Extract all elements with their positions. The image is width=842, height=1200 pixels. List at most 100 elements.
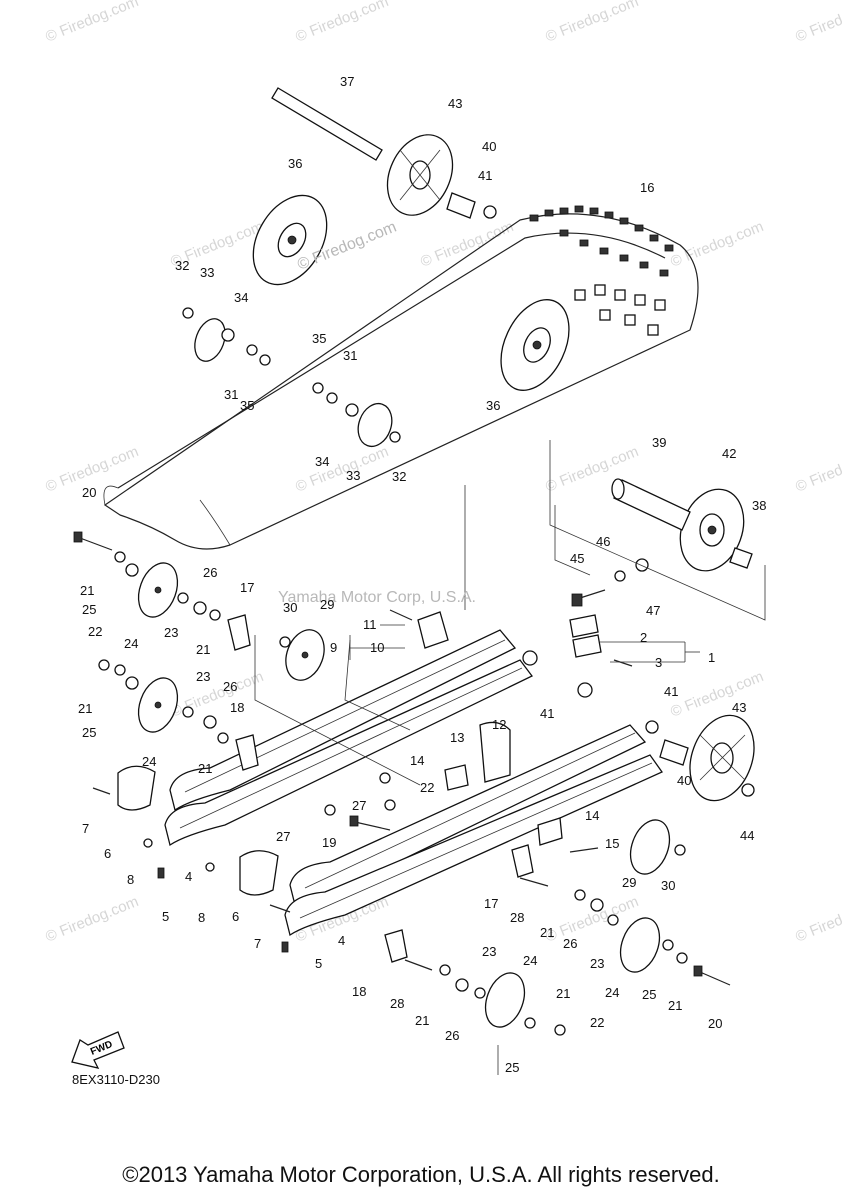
small-wheels-right: [484, 819, 671, 1028]
part-label: 3: [655, 655, 662, 670]
watermark-text: © Firedog.com: [668, 218, 766, 271]
part-label: 6: [232, 909, 239, 924]
part-label: 34: [315, 454, 329, 469]
end-blocks: [117, 611, 602, 963]
part-label: 23: [164, 625, 178, 640]
part-label: 32: [175, 258, 189, 273]
part-label: 23: [482, 944, 496, 959]
part-label: 18: [352, 984, 366, 999]
part-label: 4: [338, 933, 345, 948]
part-label: 5: [162, 909, 169, 924]
part-label: 17: [484, 896, 498, 911]
part-label: 21: [415, 1013, 429, 1028]
part-label: 25: [82, 725, 96, 740]
diagram-code: 8EX3110-D230: [72, 1072, 160, 1087]
part-label: 31: [224, 387, 238, 402]
part-label: 45: [570, 551, 584, 566]
part-label: 16: [640, 180, 654, 195]
part-label: 7: [254, 936, 261, 951]
part-label: 12: [492, 717, 506, 732]
part-label: 20: [82, 485, 96, 500]
part-label: 13: [450, 730, 464, 745]
watermark-text: © Firedog.com: [793, 443, 842, 496]
part-label: 35: [312, 331, 326, 346]
part-label: 26: [563, 936, 577, 951]
part-label: 36: [288, 156, 302, 171]
part-label: 26: [203, 565, 217, 580]
part-label: 46: [596, 534, 610, 549]
copyright-notice: ©2013 Yamaha Motor Corporation, U.S.A. A…: [122, 1162, 720, 1187]
part-label: 10: [370, 640, 384, 655]
wheel-36-lower: [500, 299, 570, 391]
part-label: 5: [315, 956, 322, 971]
part-label: 41: [478, 168, 492, 183]
part-label: 43: [732, 700, 746, 715]
part-label: 30: [661, 878, 675, 893]
part-label: 22: [88, 624, 102, 639]
part-label: 38: [752, 498, 766, 513]
part-label: 8: [127, 872, 134, 887]
watermark-text: © Firedog.com: [793, 893, 842, 946]
part-label: 35: [240, 398, 254, 413]
center-watermark: Yamaha Motor Corp, U.S.A.: [278, 589, 476, 606]
part-label: 29: [320, 597, 334, 612]
part-label: 1: [708, 650, 715, 665]
part-label: 14: [585, 808, 599, 823]
part-label: 24: [124, 636, 138, 651]
part-label: 39: [652, 435, 666, 450]
watermark-text: © Firedog.com: [293, 0, 391, 46]
part-label: 42: [722, 446, 736, 461]
part-label: 7: [82, 821, 89, 836]
track-lugs: [529, 205, 674, 336]
watermark-text: © Firedog.com: [543, 0, 641, 46]
wheel-36-upper: [252, 194, 328, 286]
part-label: 11: [363, 617, 377, 632]
part-label: 24: [142, 754, 156, 769]
part-label: 31: [343, 348, 357, 363]
part-label: 21: [198, 761, 212, 776]
part-label: 40: [677, 773, 691, 788]
part-label: 20: [708, 1016, 722, 1031]
part-label: 27: [276, 829, 290, 844]
part-label: 21: [540, 925, 554, 940]
part-label: 41: [540, 706, 554, 721]
part-label: 21: [78, 701, 92, 716]
watermark-text: © Firedog.com: [793, 0, 842, 46]
part-label: 4: [185, 869, 192, 884]
part-label: 41: [664, 684, 678, 699]
part-label: 28: [390, 996, 404, 1011]
part-label: 33: [346, 468, 360, 483]
part-label: 36: [486, 398, 500, 413]
part-label: 33: [200, 265, 214, 280]
part-label: 21: [556, 986, 570, 1001]
part-label: 28: [510, 910, 524, 925]
part-label: 14: [410, 753, 424, 768]
watermark-text: © Firedog.com: [418, 218, 516, 271]
part-label: 27: [352, 798, 366, 813]
part-label: 47: [646, 603, 660, 618]
reference-lines: [254, 440, 766, 1075]
part-label: 18: [230, 700, 244, 715]
part-label: 19: [322, 835, 336, 850]
part-label: 25: [505, 1060, 519, 1075]
part-label: 21: [196, 642, 210, 657]
small-wheels-left: [137, 318, 393, 733]
collar-40: [446, 192, 689, 766]
part-label: 43: [448, 96, 462, 111]
watermark-text: © Firedog.com: [293, 443, 391, 496]
axle-39: [611, 478, 691, 531]
slide-rail-right: [284, 724, 663, 937]
part-label: 26: [445, 1028, 459, 1043]
part-label: 24: [523, 953, 537, 968]
part-label: 23: [196, 669, 210, 684]
track-belt: [103, 205, 699, 550]
part-label: 21: [80, 583, 94, 598]
part-label: 32: [392, 469, 406, 484]
wheel-42: [679, 488, 745, 572]
part-label: 44: [740, 828, 754, 843]
part-label: 23: [590, 956, 604, 971]
part-label: 6: [104, 846, 111, 861]
part-label: 8: [198, 910, 205, 925]
part-label: 26: [223, 679, 237, 694]
